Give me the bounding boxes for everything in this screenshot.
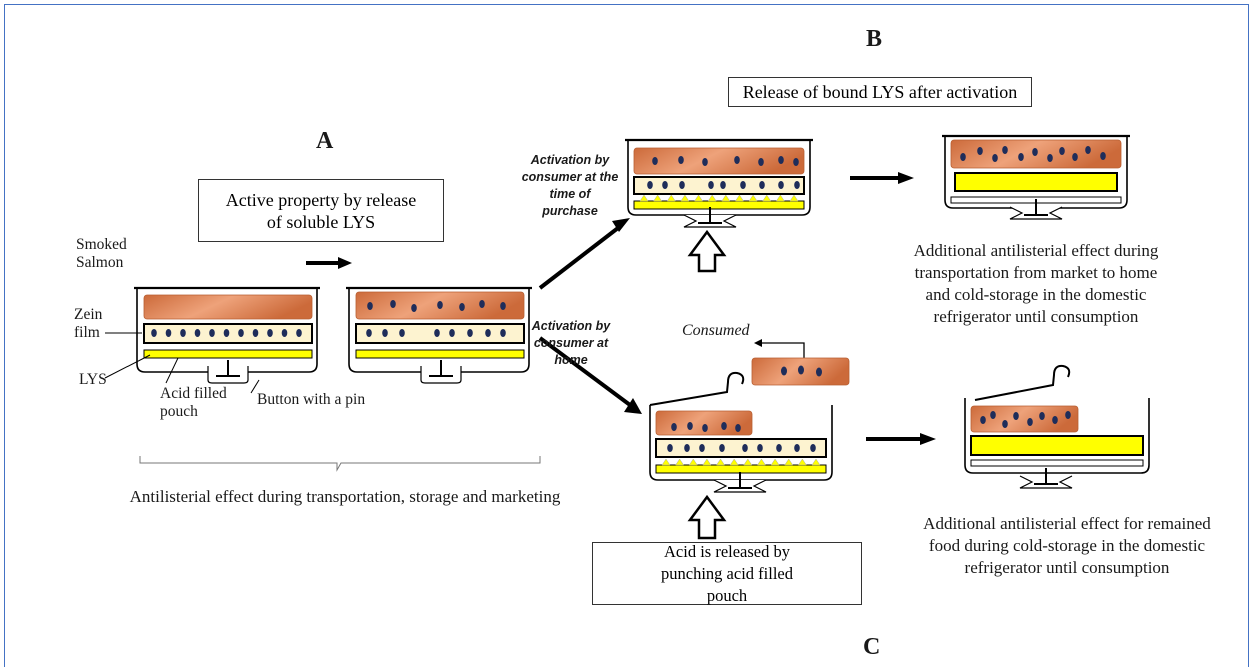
open-lid-c1 xyxy=(649,371,745,406)
caption-c: Additional antilisterial effect for rema… xyxy=(923,514,1211,577)
package-c1 xyxy=(649,405,833,493)
arrow-to-b xyxy=(538,226,620,290)
package-a2 xyxy=(346,286,532,384)
label-b: B xyxy=(866,26,883,52)
activation-b: Activation by consumer at the time of pu… xyxy=(521,153,619,218)
label-smoked-salmon: Smoked Salmon xyxy=(76,236,127,271)
caption-b: Additional antilisterial effect during t… xyxy=(913,241,1159,326)
activation-c: Activation by consumer at home xyxy=(531,319,611,367)
open-lid-c2 xyxy=(974,364,1071,401)
label-consumed: Consumed xyxy=(682,322,750,339)
box-b: Release of bound LYS after activation xyxy=(728,77,1032,107)
package-b1 xyxy=(625,138,813,228)
package-b2 xyxy=(942,134,1130,220)
bracket-a xyxy=(139,456,541,472)
label-a: A xyxy=(316,128,334,154)
caption-a: Antilisterial effect during transportati… xyxy=(129,487,561,506)
punch-arrow-b xyxy=(687,229,727,273)
label-zein-film: Zein film xyxy=(74,306,103,341)
box-a: Active property by release of soluble LY… xyxy=(198,179,444,242)
arrow-to-c xyxy=(538,336,632,407)
label-button: Button with a pin xyxy=(257,391,366,408)
figure-frame xyxy=(4,4,1249,667)
label-lys: LYS xyxy=(79,371,107,388)
box-c: Acid is released by punching acid filled… xyxy=(592,542,862,605)
punch-arrow-c xyxy=(687,494,727,540)
package-c2 xyxy=(964,398,1150,489)
label-acid-pouch: Acid filled pouch xyxy=(160,385,227,420)
package-a1 xyxy=(134,286,320,384)
label-c: C xyxy=(863,634,881,660)
